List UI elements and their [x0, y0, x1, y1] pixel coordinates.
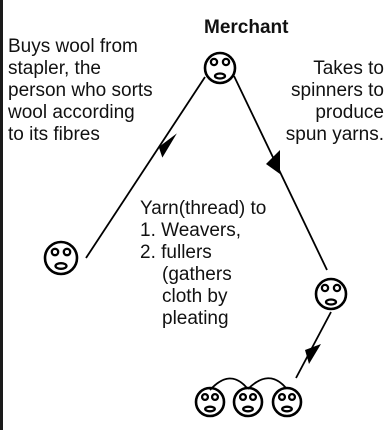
middle-note-continuation: pleating: [162, 308, 229, 329]
bottom-face-3-icon: [271, 386, 303, 418]
connector-stapler-to-merchant: [85, 76, 206, 259]
left-note-line: wool according: [8, 102, 135, 123]
right-note-line: spinners to: [291, 80, 384, 101]
middle-note-item: 1. Weavers,: [140, 220, 242, 241]
stapler-face-icon: [43, 240, 79, 276]
arrow-head-down-left: [305, 344, 321, 364]
diagram-title: Merchant: [204, 17, 289, 38]
middle-note-continuation: cloth by: [162, 286, 228, 307]
right-note-line: produce: [315, 102, 384, 123]
connector-merchant-to-spinners: [233, 75, 328, 271]
merchant-face-icon: [203, 51, 237, 85]
left-note: Buys wool from stapler, the person who s…: [8, 36, 153, 146]
left-note-line: stapler, the: [8, 58, 101, 79]
group-arc-right: [247, 377, 287, 390]
middle-note-header: Yarn(thread) to: [140, 198, 267, 219]
middle-note-continuation: (gathers: [162, 264, 232, 285]
bottom-face-1-icon: [194, 386, 226, 418]
left-border-line: [0, 0, 3, 430]
left-note-line: Buys wool from: [8, 36, 138, 57]
middle-note: Yarn(thread) to 1. Weavers, 2. fullers (…: [140, 198, 266, 330]
spinner-face-icon: [314, 277, 348, 311]
right-note-line: Takes to: [313, 58, 384, 79]
right-note: Takes to spinners to produce spun yarns.: [286, 58, 384, 146]
bottom-face-2-icon: [232, 386, 264, 418]
connector-spinners-to-group: [295, 311, 332, 379]
arrow-head-down-right: [266, 150, 280, 174]
group-arc-left: [209, 377, 248, 391]
middle-note-item: 2. fullers: [140, 242, 212, 263]
right-note-line: spun yarns.: [285, 124, 384, 145]
arrow-head-up: [158, 133, 177, 158]
left-note-line: to its fibres: [8, 124, 100, 145]
left-note-line: person who sorts: [8, 80, 153, 101]
